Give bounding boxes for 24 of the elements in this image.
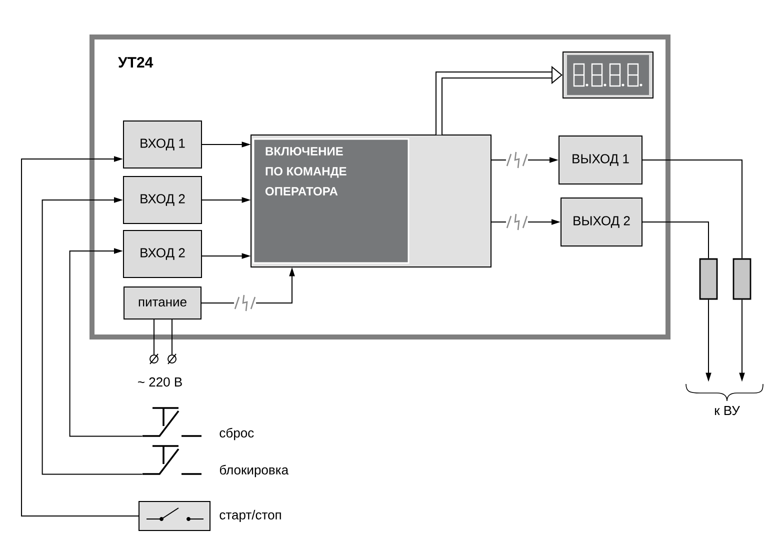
switch-label: старт/стоп (220, 510, 281, 522)
load-resistor (732, 258, 752, 300)
module-box: ВХОД 2 (123, 230, 202, 278)
terminal (168, 354, 176, 364)
module-box: питание (124, 286, 202, 320)
push-button-switch (142, 407, 202, 437)
arrow (21, 156, 139, 516)
output-label: к ВУ (686, 384, 764, 416)
led-display (562, 52, 654, 98)
module-box: ВЫХОД 2 (560, 198, 642, 246)
switch-label: блокировка (220, 464, 289, 478)
arrow (69, 248, 143, 437)
module-box: ВЫХОД 1 (558, 136, 642, 184)
terminal (150, 354, 158, 364)
module-box: ВХОД 2 (123, 176, 202, 224)
module-box: ВХОД 1 (123, 120, 202, 168)
voltage-label: ~ 220 В (138, 377, 182, 387)
control-block: ВКЛЮЧЕНИЕ ПО КОМАНДЕ ОПЕРАТОРА (250, 134, 492, 268)
switch-label: сброс (220, 428, 254, 440)
load-resistor (699, 258, 718, 300)
arrow (436, 66, 562, 135)
push-button-switch (142, 445, 202, 475)
toggle-switch (138, 501, 210, 531)
arrow (42, 197, 143, 475)
